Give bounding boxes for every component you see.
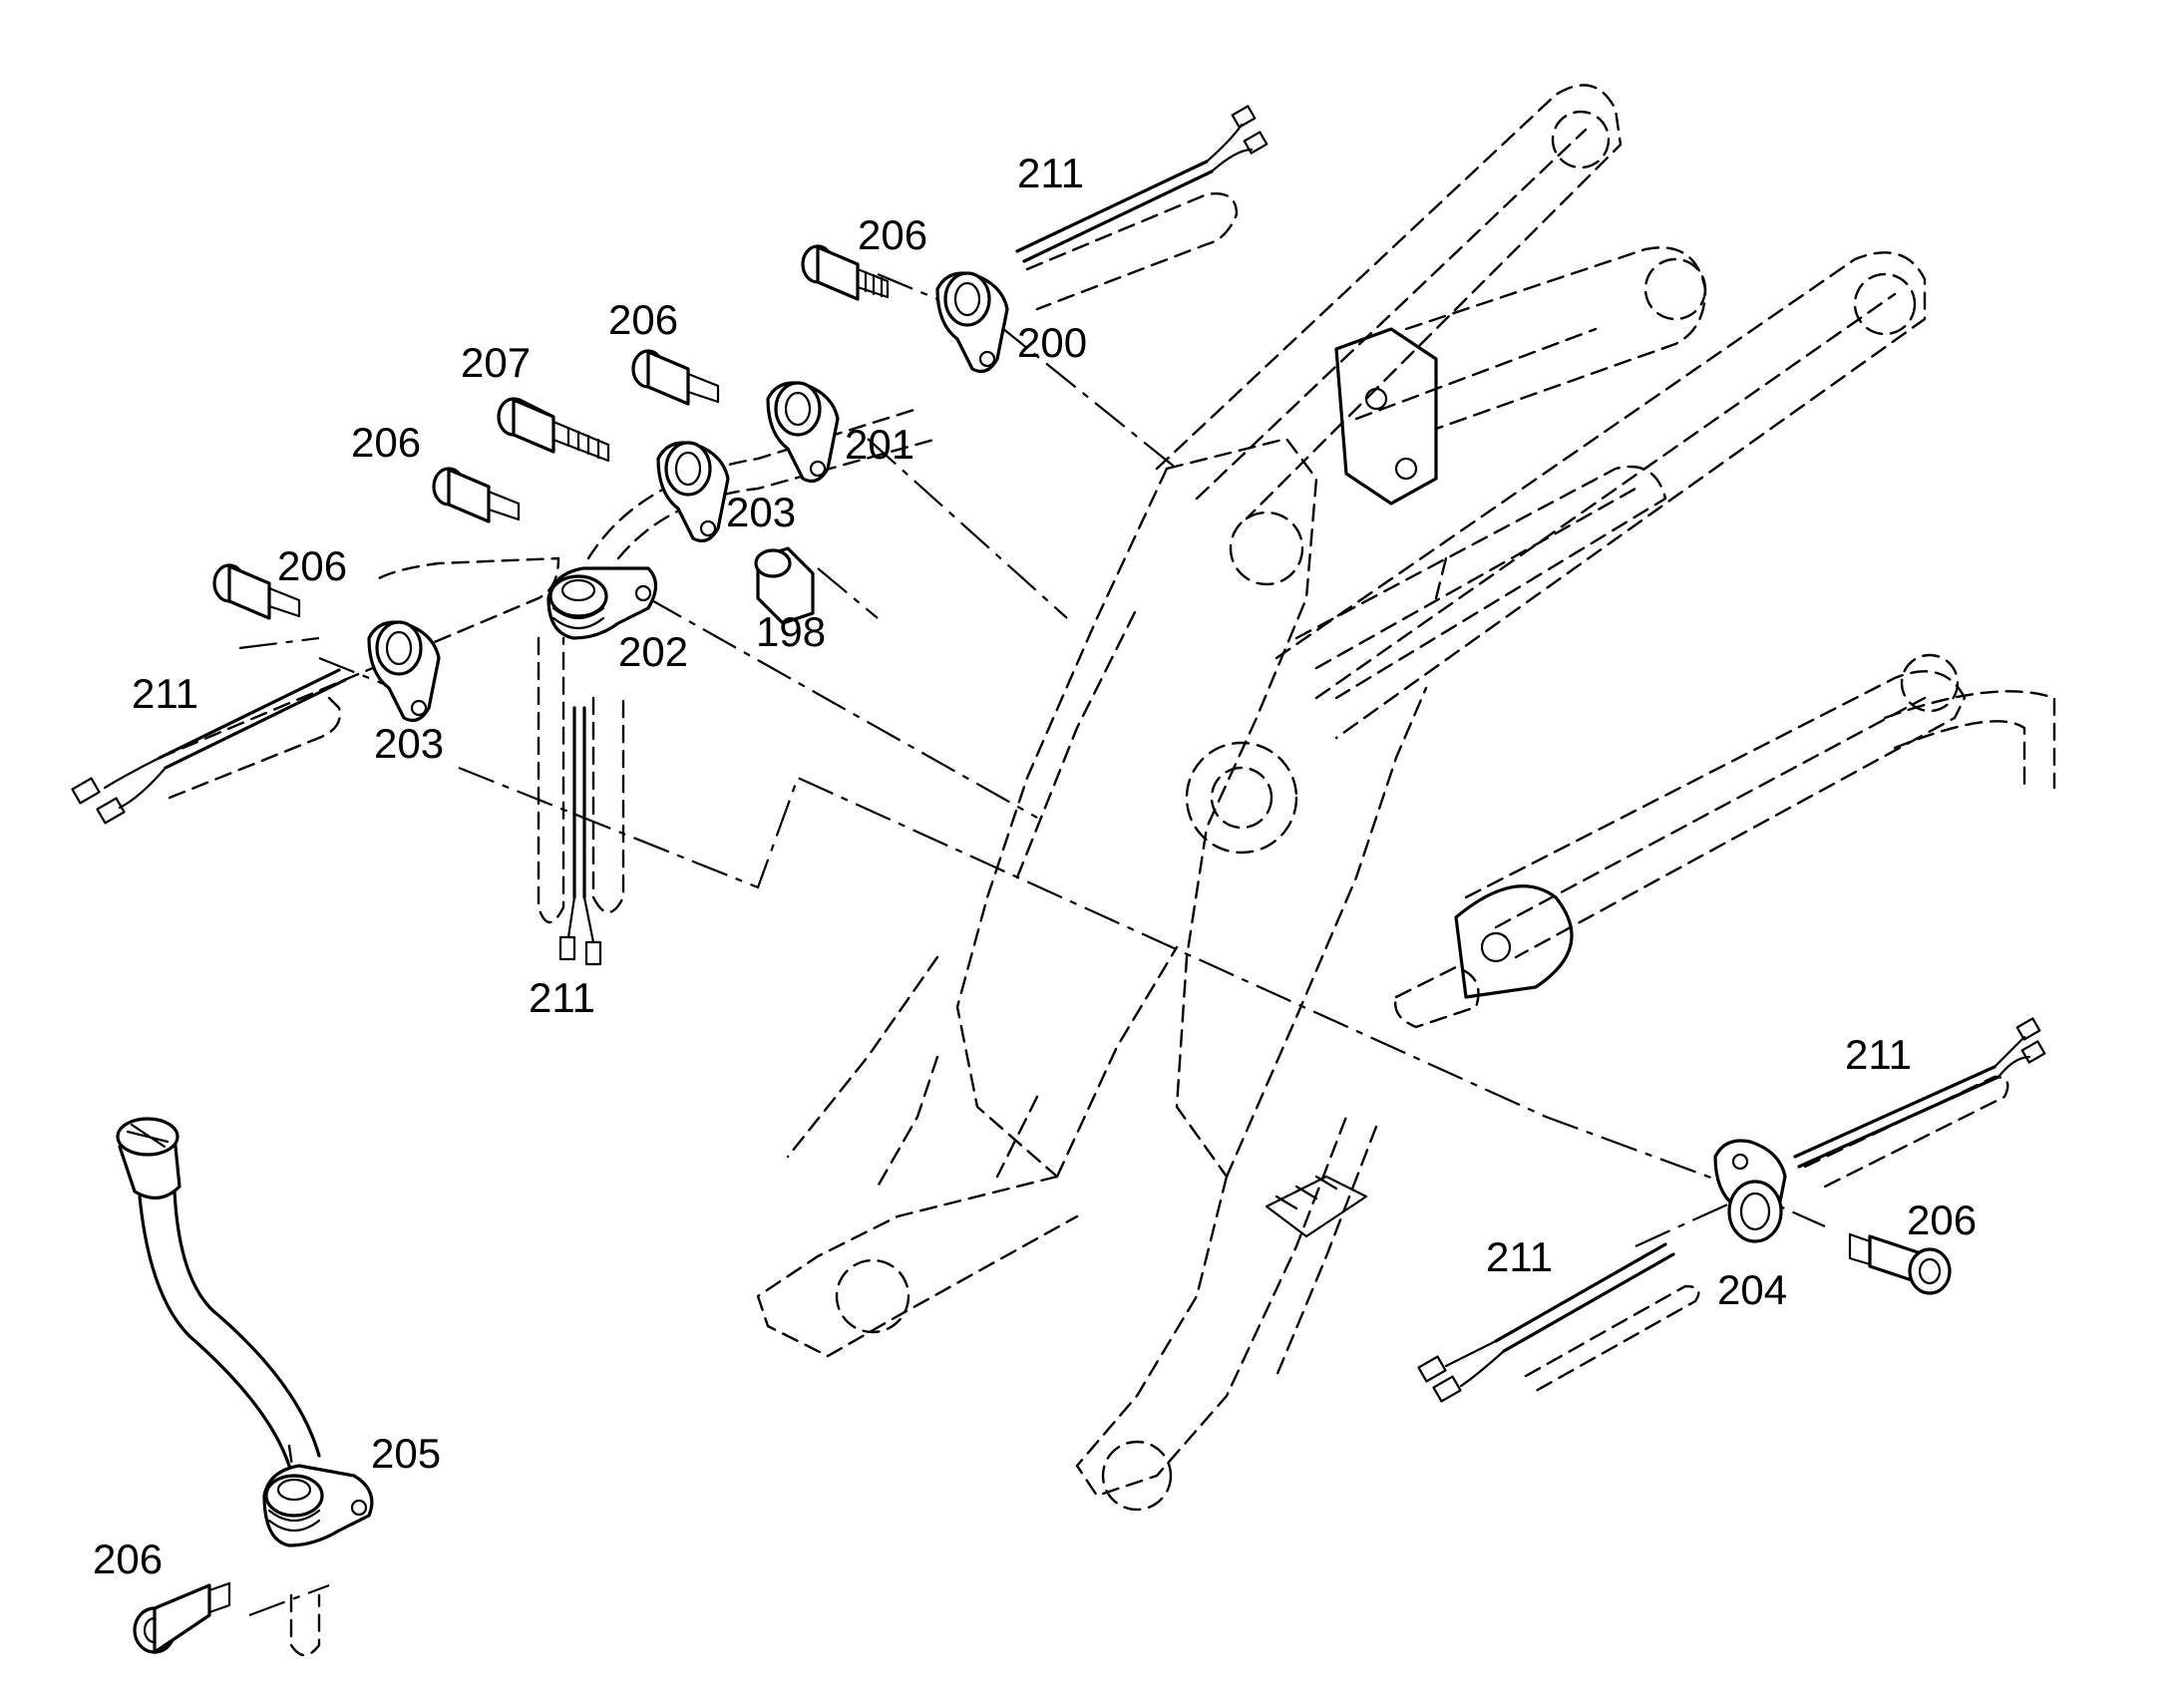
callout-204: 204 [1717, 1266, 1787, 1313]
callout-211-mid: 211 [529, 974, 595, 1021]
callout-206-b: 206 [608, 296, 678, 343]
sensor-wire-right [1793, 1017, 2046, 1169]
bolt-206-d [212, 563, 301, 620]
bolt-207 [497, 397, 610, 463]
callout-203-b: 203 [374, 720, 444, 767]
bolt-206-b [631, 349, 720, 406]
callout-201: 201 [845, 421, 914, 468]
bolt-206-f [133, 1581, 231, 1654]
middle-cylinder [1294, 465, 1667, 700]
hose-with-cap [116, 1117, 321, 1468]
loader-frame [756, 84, 1927, 1512]
callout-211-right: 211 [1845, 1031, 1912, 1078]
callout-200: 200 [1017, 319, 1087, 366]
callout-206-d: 206 [277, 542, 347, 589]
spacer-198 [754, 546, 815, 625]
sensor-wire-top [1015, 105, 1269, 263]
bolt-206-c [432, 467, 521, 523]
callout-206-e: 206 [1907, 1196, 1977, 1243]
bolt-206-e [1848, 1232, 1952, 1295]
clamp-203-lower [367, 620, 441, 722]
lower-cylinder [1394, 653, 2056, 1029]
callout-198: 198 [756, 608, 826, 655]
assembly-lines [238, 272, 1826, 1617]
callout-202: 202 [618, 628, 688, 675]
sensor-wire-left [71, 668, 347, 825]
callout-211-lower: 211 [1486, 1233, 1553, 1280]
clamp-201 [766, 381, 840, 483]
callout-206-a: 206 [858, 211, 927, 258]
bolt-206-a [801, 244, 890, 301]
clamp-205 [262, 1464, 374, 1547]
callout-206-f: 206 [93, 1536, 163, 1582]
sensor-wire-vertical [558, 706, 602, 966]
clamp-200 [935, 271, 1009, 373]
clamp-203-upper [656, 441, 730, 542]
callout-211-left: 211 [132, 670, 198, 717]
callout-206-c: 206 [351, 419, 421, 466]
callout-labels: 211 206 200 206 207 201 206 203 206 198 … [93, 150, 1977, 1582]
sensor-wire-lower [1417, 1242, 1675, 1403]
callout-203-a: 203 [726, 489, 796, 535]
callout-207: 207 [461, 339, 531, 386]
callout-211-top: 211 [1017, 150, 1084, 196]
clamp-204 [1713, 1139, 1787, 1243]
clamp-202 [546, 566, 658, 640]
upper-cylinder [1334, 246, 1707, 506]
callout-205: 205 [371, 1430, 441, 1477]
